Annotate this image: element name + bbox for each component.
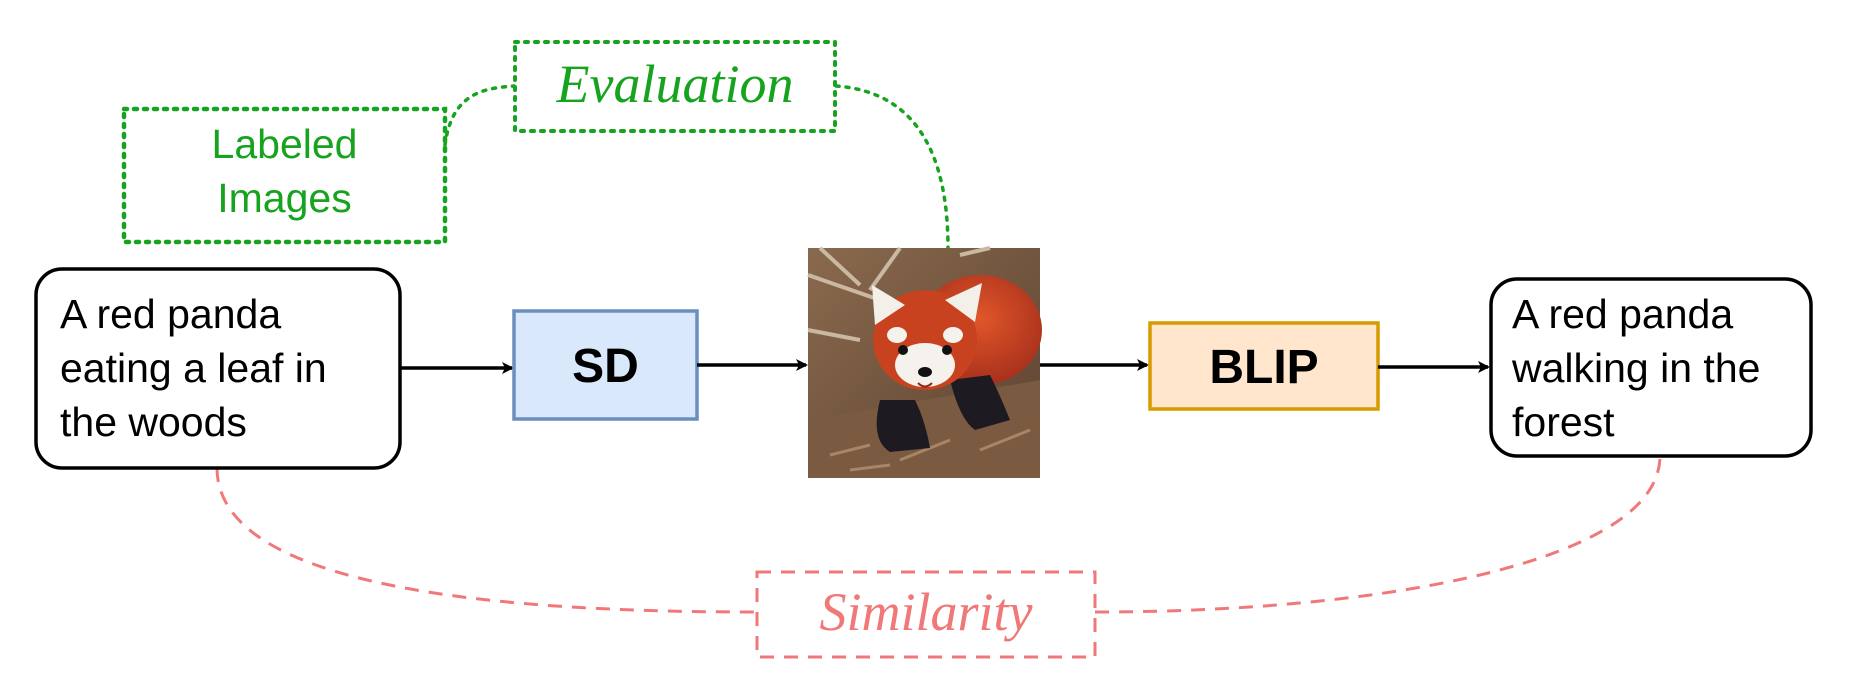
evaluation-connector xyxy=(443,84,950,250)
blip-block: BLIP xyxy=(1148,321,1380,411)
input-caption-box: A red panda eating a leaf in the woods xyxy=(34,267,402,470)
labeled-images-line-1: Labeled xyxy=(212,121,358,167)
similarity-box: Similarity xyxy=(755,570,1097,659)
sd-label: SD xyxy=(572,340,639,393)
output-caption-line-2: walking in the xyxy=(1511,345,1760,391)
evaluation-box: Evaluation xyxy=(513,40,837,133)
labeled-images-line-2: Images xyxy=(217,175,351,221)
blip-label: BLIP xyxy=(1209,341,1318,394)
input-caption-line-2: eating a leaf in xyxy=(60,345,327,391)
output-caption-line-3: forest xyxy=(1512,399,1615,445)
generated-image xyxy=(807,246,1042,478)
output-caption-line-1: A red panda xyxy=(1512,291,1733,337)
similarity-label: Similarity xyxy=(820,582,1033,642)
evaluation-label: Evaluation xyxy=(556,54,794,114)
similarity-connector xyxy=(215,455,1662,614)
sd-block: SD xyxy=(512,309,699,421)
output-caption-box: A red panda walking in the forest xyxy=(1489,277,1813,458)
input-caption-line-3: the woods xyxy=(60,399,247,445)
input-caption-line-1: A red panda xyxy=(60,291,281,337)
labeled-images-box: Labeled Images xyxy=(121,106,448,245)
